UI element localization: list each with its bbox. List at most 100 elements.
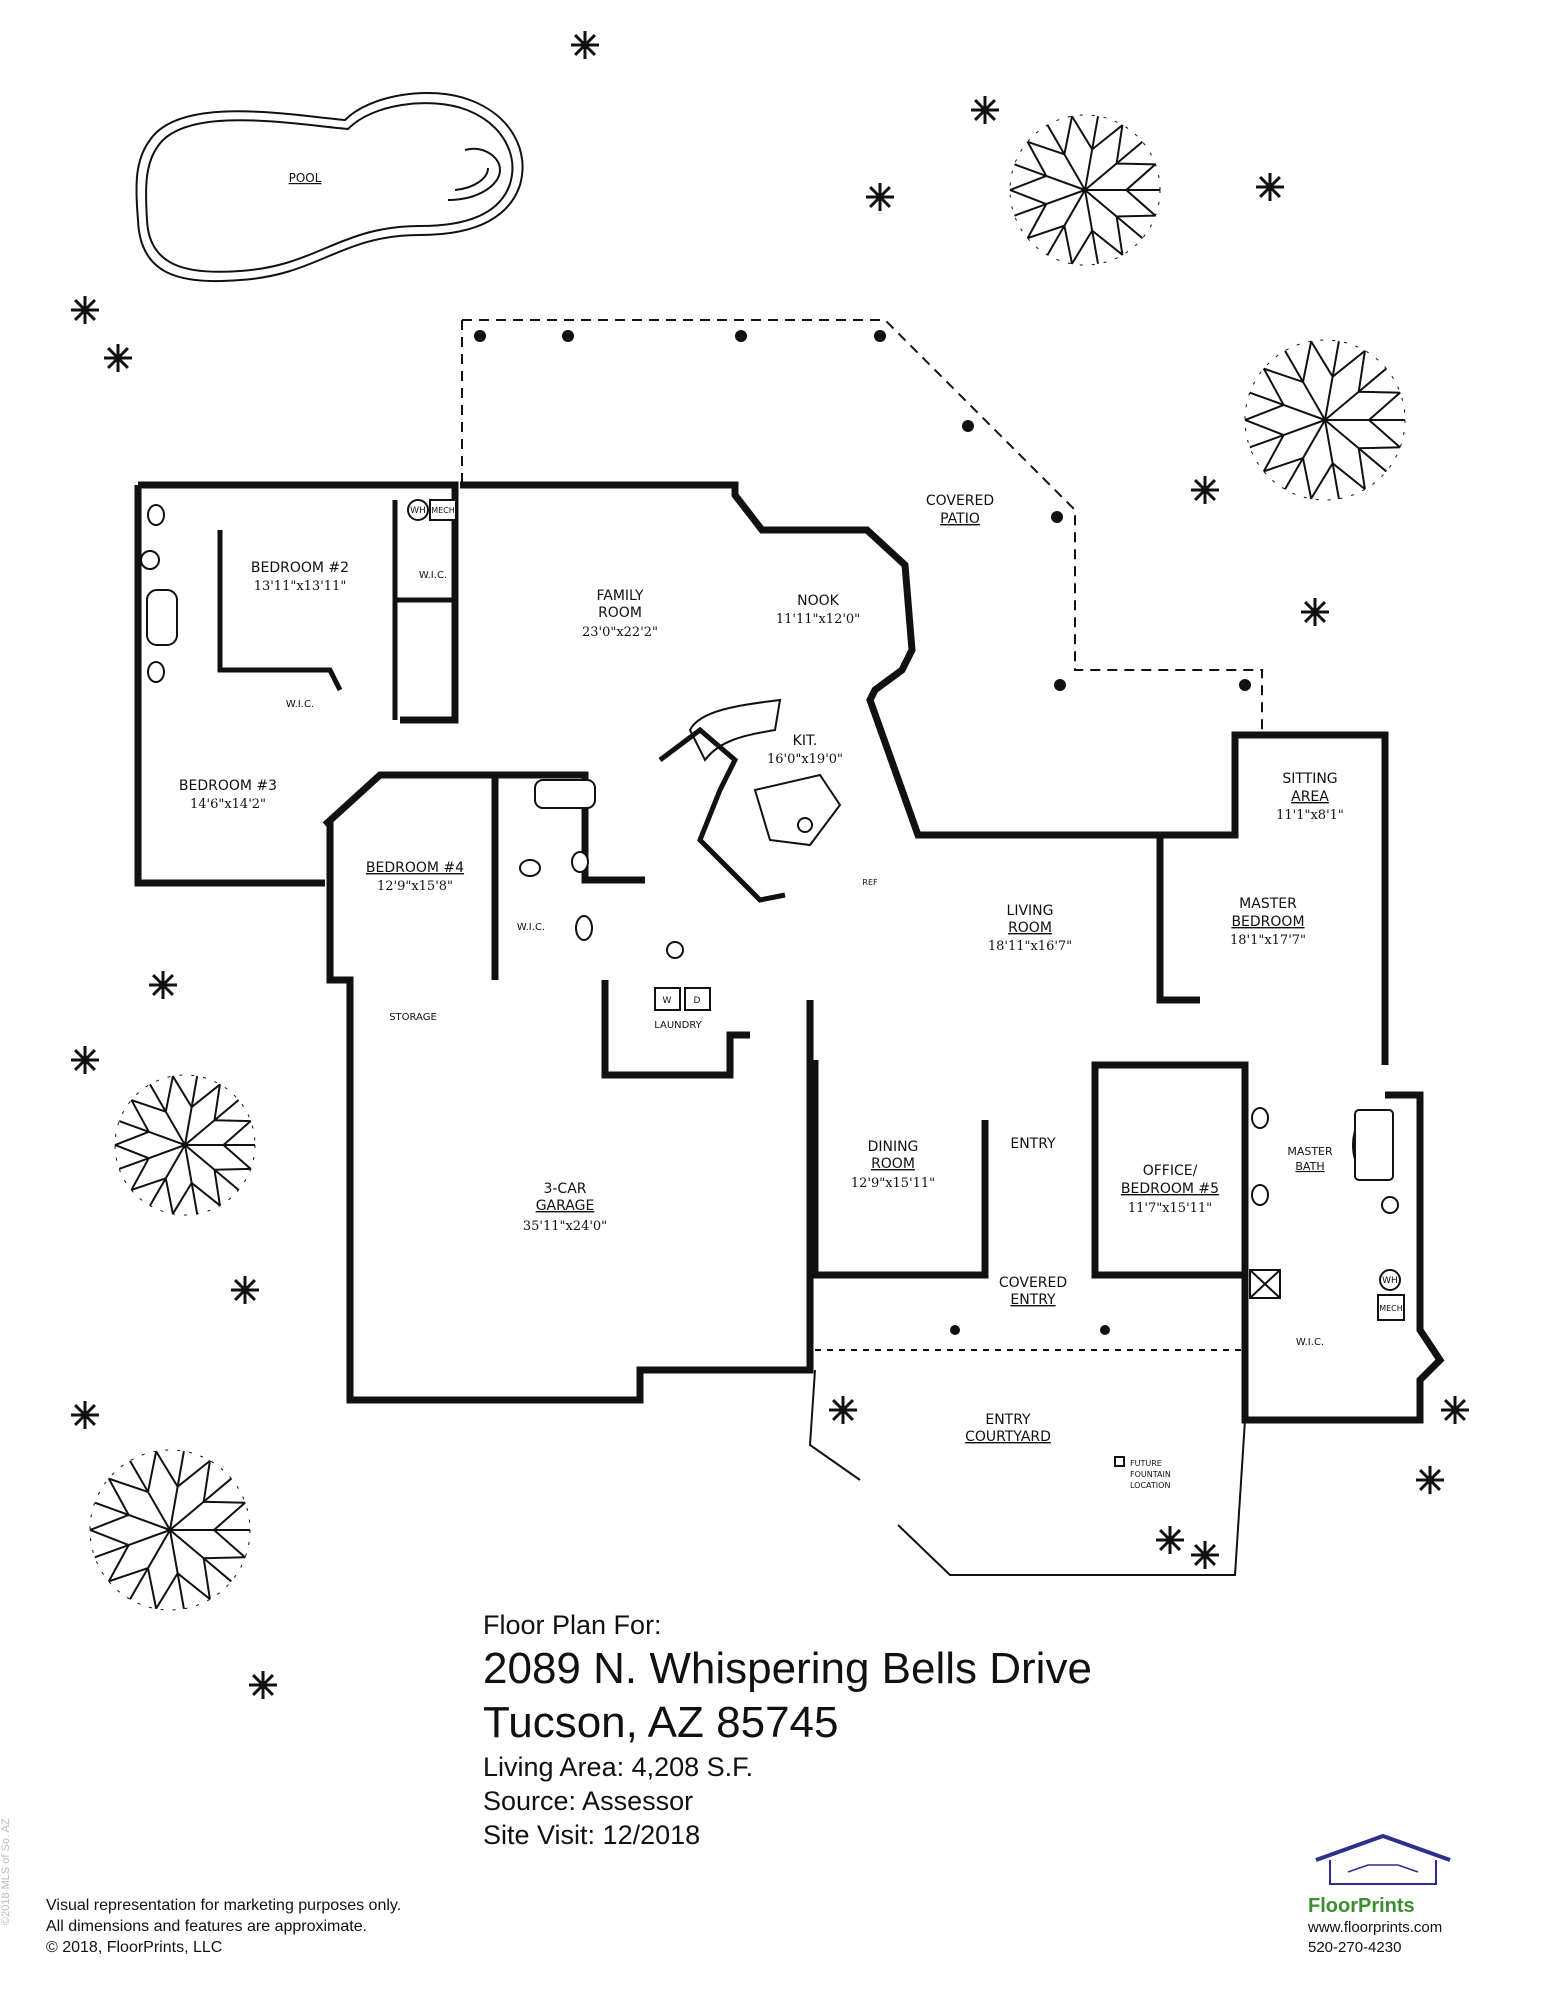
title-block: Floor Plan For: 2089 N. Whispering Bells… bbox=[483, 1608, 1203, 1852]
sitting-area-label-2: AREA bbox=[1291, 789, 1329, 805]
logo-website: www.floorprints.com bbox=[1308, 1919, 1443, 1936]
fountain-label-1: FUTURE bbox=[1130, 1459, 1162, 1468]
kitchen-label: KIT. bbox=[793, 733, 818, 749]
wic-label-3: W.I.C. bbox=[517, 922, 545, 933]
garage-dim: 35'11"x24'0" bbox=[523, 1219, 607, 1234]
shrub-icon bbox=[1441, 1396, 1469, 1424]
wh-label-1: WH bbox=[410, 506, 426, 516]
disclaimer-line-3: © 2018, FloorPrints, LLC bbox=[46, 1939, 223, 1956]
living-room-label-1: LIVING bbox=[1007, 903, 1054, 919]
entry-courtyard-label-1: ENTRY bbox=[985, 1412, 1031, 1428]
room-labels: BEDROOM #2 13'11"x13'11" FAMILY ROOM 23'… bbox=[179, 560, 1344, 1490]
covered-patio-label-1: COVERED bbox=[926, 493, 994, 509]
laundry-label: LAUNDRY bbox=[654, 1020, 702, 1031]
washer-label: W bbox=[663, 996, 672, 1006]
mech-label-2: MECH bbox=[1379, 1304, 1403, 1313]
wh-label-2: WH bbox=[1382, 1276, 1398, 1286]
title-source: Source: Assessor bbox=[483, 1786, 694, 1816]
dining-room-dim: 12'9"x15'11" bbox=[851, 1176, 935, 1191]
courtyard-wall bbox=[808, 1369, 1246, 1576]
master-bedroom-dim: 18'1"x17'7" bbox=[1230, 933, 1306, 948]
bedroom4-dim: 12'9"x15'8" bbox=[377, 879, 453, 894]
disclaimer-line-2: All dimensions and features are approxim… bbox=[46, 1918, 368, 1935]
landscaping bbox=[71, 31, 1469, 1699]
master-bath-label-2: BATH bbox=[1295, 1160, 1324, 1173]
title-living-area: Living Area: 4,208 S.F. bbox=[483, 1752, 754, 1782]
title-intro: Floor Plan For: bbox=[483, 1610, 662, 1640]
ref-label: REF bbox=[862, 878, 878, 887]
office-label-1: OFFICE/ bbox=[1143, 1163, 1198, 1179]
title-address-line-2: Tucson, AZ 85745 bbox=[483, 1698, 839, 1747]
covered-entry-label-1: COVERED bbox=[999, 1275, 1067, 1291]
bedroom2-dim: 13'11"x13'11" bbox=[254, 579, 347, 594]
shrub-icon bbox=[104, 344, 132, 372]
bedroom3-dim: 14'6"x14'2" bbox=[190, 797, 266, 812]
house-logo-icon bbox=[1315, 1833, 1451, 1885]
nook-dim: 11'11"x12'0" bbox=[776, 612, 860, 627]
family-room-label-1: FAMILY bbox=[596, 588, 643, 604]
shrub-icon bbox=[1156, 1526, 1184, 1554]
office-label-2: BEDROOM #5 bbox=[1121, 1181, 1219, 1197]
covered-entry-label-2: ENTRY bbox=[1010, 1292, 1056, 1308]
master-bedroom-label-1: MASTER bbox=[1239, 896, 1297, 912]
tree-icon bbox=[1009, 114, 1161, 266]
family-room-dim: 23'0"x22'2" bbox=[582, 625, 658, 640]
title-address-line-1: 2089 N. Whispering Bells Drive bbox=[483, 1644, 1092, 1693]
floorprints-logo: FloorPrints www.floorprints.com 520-270-… bbox=[1308, 1830, 1508, 1958]
living-room-dim: 18'11"x16'7" bbox=[988, 939, 1072, 954]
bedroom4-label: BEDROOM #4 bbox=[366, 860, 464, 876]
bedroom3-label: BEDROOM #3 bbox=[179, 778, 277, 794]
dining-room-label-2: ROOM bbox=[871, 1156, 915, 1172]
fountain-label-2: FOUNTAIN bbox=[1130, 1470, 1171, 1479]
kitchen-dim: 16'0"x19'0" bbox=[767, 752, 843, 767]
tree-icon bbox=[89, 1449, 251, 1611]
garage-label-1: 3-CAR bbox=[543, 1181, 586, 1197]
master-bedroom-label-2: BEDROOM bbox=[1231, 914, 1304, 930]
entry-label: ENTRY bbox=[1010, 1136, 1056, 1152]
office-dim: 11'7"x15'11" bbox=[1128, 1201, 1212, 1216]
tree-icon bbox=[114, 1074, 256, 1216]
shrub-icon bbox=[971, 96, 999, 124]
mls-watermark: ©2018 MLS of So. AZ bbox=[0, 1818, 12, 1925]
shrub-icon bbox=[71, 296, 99, 324]
mech-label-1: MECH bbox=[431, 506, 455, 515]
logo-brand: FloorPrints bbox=[1308, 1895, 1415, 1917]
sitting-area-label-1: SITTING bbox=[1282, 771, 1337, 787]
pool-label: POOL bbox=[289, 171, 322, 185]
fixtures: W D WH MECH WH MECH REF bbox=[140, 499, 1405, 1467]
dining-room-label-1: DINING bbox=[868, 1139, 919, 1155]
shrub-icon bbox=[1191, 476, 1219, 504]
shrub-icon bbox=[1256, 173, 1284, 201]
wic-label-2: W.I.C. bbox=[286, 699, 314, 710]
wic-label-1: W.I.C. bbox=[419, 570, 447, 581]
shrub-icon bbox=[829, 1396, 857, 1424]
shrub-icon bbox=[1416, 1466, 1444, 1494]
garage-label-2: GARAGE bbox=[536, 1198, 595, 1214]
living-room-label-2: ROOM bbox=[1008, 920, 1052, 936]
covered-patio-label-2: PATIO bbox=[940, 511, 980, 527]
exterior-walls bbox=[134, 481, 1445, 1424]
shrub-icon bbox=[866, 183, 894, 211]
dryer-label: D bbox=[694, 996, 701, 1006]
covered-patio: COVERED PATIO bbox=[461, 319, 1263, 735]
shrub-icon bbox=[249, 1671, 277, 1699]
master-bath-label-1: MASTER bbox=[1287, 1145, 1333, 1158]
shrub-icon bbox=[71, 1046, 99, 1074]
bedroom2-label: BEDROOM #2 bbox=[251, 560, 349, 576]
logo-phone: 520-270-4230 bbox=[1308, 1939, 1402, 1956]
shrub-icon bbox=[1301, 598, 1329, 626]
storage-label: STORAGE bbox=[389, 1012, 437, 1023]
nook-label: NOOK bbox=[797, 593, 840, 609]
title-site-visit: Site Visit: 12/2018 bbox=[483, 1820, 701, 1850]
disclaimer: Visual representation for marketing purp… bbox=[46, 1895, 506, 1958]
entry-courtyard-label-2: COURTYARD bbox=[965, 1429, 1051, 1445]
sitting-area-dim: 11'1"x8'1" bbox=[1276, 808, 1344, 823]
shrub-icon bbox=[149, 971, 177, 999]
wic-label-4: W.I.C. bbox=[1296, 1337, 1324, 1348]
shrub-icon bbox=[71, 1401, 99, 1429]
pool: POOL bbox=[135, 91, 524, 283]
family-room-label-2: ROOM bbox=[598, 605, 642, 621]
shrub-icon bbox=[1191, 1541, 1219, 1569]
shrub-icon bbox=[571, 31, 599, 59]
